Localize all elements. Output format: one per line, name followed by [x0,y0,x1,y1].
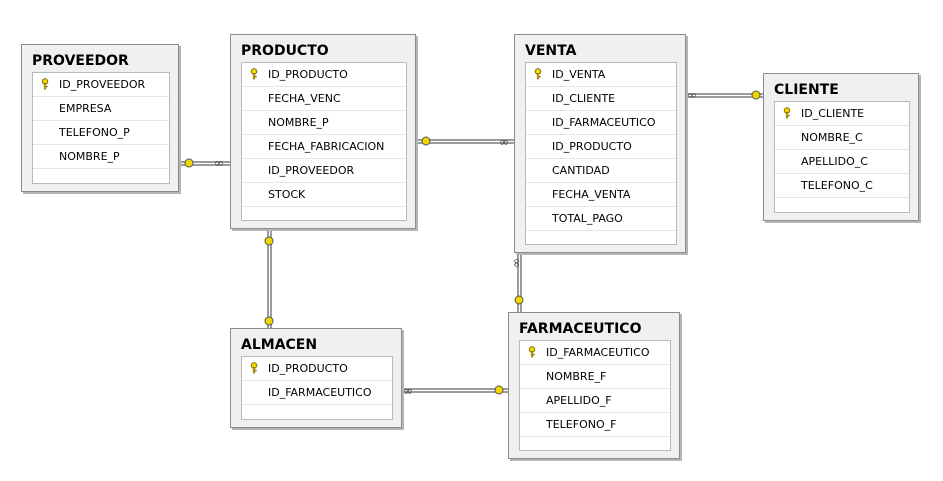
rel-venta-farmaceutico[interactable]: ∞ [510,253,524,312]
table-title: FARMACEUTICO [519,321,642,337]
column-name: ID_CLIENTE [801,107,865,120]
column-name: ID_PROVEEDOR [59,78,146,91]
table-title: VENTA [525,43,577,59]
rel-venta-cliente[interactable]: ∞ [686,88,764,102]
column-row[interactable]: TOTAL_PAGO [526,207,676,231]
table-producto[interactable]: PRODUCTO ID_PRODUCTO FECHA_VENC NOMBRE_P FE… [230,34,416,229]
column-name: ID_VENTA [552,68,606,81]
column-name: FECHA_VENTA [552,188,631,201]
key-icon [264,236,274,246]
column-row[interactable]: ID_VENTA [526,63,676,87]
column-row[interactable]: APELLIDO_C [775,150,909,174]
key-icon [264,316,274,326]
infinity-icon: ∞ [499,135,509,149]
column-name: ID_FARMACEUTICO [546,346,650,359]
column-row[interactable]: NOMBRE_P [33,145,169,169]
key-icon [534,68,542,80]
infinity-icon: ∞ [214,156,224,170]
column-row[interactable]: ID_FARMACEUTICO [242,381,392,405]
table-proveedor[interactable]: PROVEEDOR ID_PROVEEDOR EMPRESA TELEFONO_P N… [21,44,179,192]
column-name: ID_CLIENTE [552,92,616,105]
table-cliente[interactable]: CLIENTE ID_CLIENTE NOMBRE_C APELLIDO_C TELE… [763,73,919,221]
column-row[interactable]: TELEFONO_C [775,174,909,198]
column-name: APELLIDO_C [801,155,868,168]
column-row[interactable]: ID_FARMACEUTICO [526,111,676,135]
key-icon [421,136,431,146]
key-icon [250,362,258,374]
column-name: FECHA_VENC [268,92,341,105]
rel-producto-almacen[interactable] [264,230,274,328]
column-name: ID_PRODUCTO [268,68,348,81]
column-name: APELLIDO_F [546,394,612,407]
column-name: ID_PRODUCTO [268,362,348,375]
column-row[interactable]: ID_PRODUCTO [526,135,676,159]
column-row[interactable]: EMPRESA [33,97,169,121]
column-name: TELEFONO_C [801,179,873,192]
rel-proveedor-producto[interactable]: ∞ [181,156,230,170]
column-row[interactable]: NOMBRE_P [242,111,406,135]
column-name: TELEFONO_P [59,126,130,139]
column-row[interactable]: ID_FARMACEUTICO [520,341,670,365]
key-icon [528,346,536,358]
column-name: CANTIDAD [552,164,610,177]
column-list: ID_FARMACEUTICO NOMBRE_F APELLIDO_F TELEFON… [519,340,671,451]
column-row[interactable]: APELLIDO_F [520,389,670,413]
column-name: FECHA_FABRICACION [268,140,385,153]
rel-almacen-farmaceutico[interactable]: ∞ [402,384,509,398]
column-list: ID_VENTA ID_CLIENTE ID_FARMACEUTICO ID_PROD… [525,62,677,245]
column-row[interactable]: ID_CLIENTE [526,87,676,111]
column-name: ID_FARMACEUTICO [268,386,372,399]
infinity-icon: ∞ [403,384,413,398]
rel-producto-venta[interactable]: ∞ [416,135,515,149]
key-icon [783,107,791,119]
column-row[interactable]: ID_PROVEEDOR [242,159,406,183]
table-title: CLIENTE [774,82,839,98]
column-name: NOMBRE_F [546,370,607,383]
key-icon [751,90,761,100]
column-row[interactable]: FECHA_FABRICACION [242,135,406,159]
table-title: ALMACEN [241,337,318,353]
column-row[interactable]: NOMBRE_F [520,365,670,389]
column-list: ID_CLIENTE NOMBRE_C APELLIDO_C TELEFONO_C [774,101,910,213]
column-row[interactable]: ID_PRODUCTO [242,63,406,87]
column-list: ID_PRODUCTO FECHA_VENC NOMBRE_P FECHA_FABRI… [241,62,407,221]
column-name: NOMBRE_P [59,150,120,163]
column-row[interactable]: NOMBRE_C [775,126,909,150]
column-name: NOMBRE_P [268,116,329,129]
table-title: PRODUCTO [241,43,329,59]
column-row[interactable]: FECHA_VENTA [526,183,676,207]
column-row[interactable]: TELEFONO_F [520,413,670,437]
key-icon [184,158,194,168]
column-name: ID_PROVEEDOR [268,164,355,177]
table-almacen[interactable]: ALMACEN ID_PRODUCTO ID_FARMACEUTICO [230,328,402,428]
infinity-icon: ∞ [510,258,524,268]
column-row[interactable]: ID_PROVEEDOR [33,73,169,97]
column-row[interactable]: STOCK [242,183,406,207]
column-row[interactable]: TELEFONO_P [33,121,169,145]
column-name: STOCK [268,188,306,201]
key-icon [41,78,49,90]
key-icon [514,295,524,305]
column-row[interactable]: ID_PRODUCTO [242,357,392,381]
column-name: ID_FARMACEUTICO [552,116,656,129]
column-list: ID_PROVEEDOR EMPRESA TELEFONO_P NOMBRE_P [32,72,170,184]
table-farmaceutico[interactable]: FARMACEUTICO ID_FARMACEUTICO NOMBRE_F APEL… [508,312,680,459]
column-name: ID_PRODUCTO [552,140,632,153]
infinity-icon: ∞ [687,88,697,102]
column-row[interactable]: CANTIDAD [526,159,676,183]
column-name: NOMBRE_C [801,131,863,144]
column-name: TOTAL_PAGO [552,212,623,225]
column-name: TELEFONO_F [546,418,617,431]
key-icon [494,385,504,395]
column-row[interactable]: FECHA_VENC [242,87,406,111]
column-row[interactable]: ID_CLIENTE [775,102,909,126]
column-name: EMPRESA [59,102,112,115]
table-title: PROVEEDOR [32,53,129,69]
key-icon [250,68,258,80]
column-list: ID_PRODUCTO ID_FARMACEUTICO [241,356,393,420]
